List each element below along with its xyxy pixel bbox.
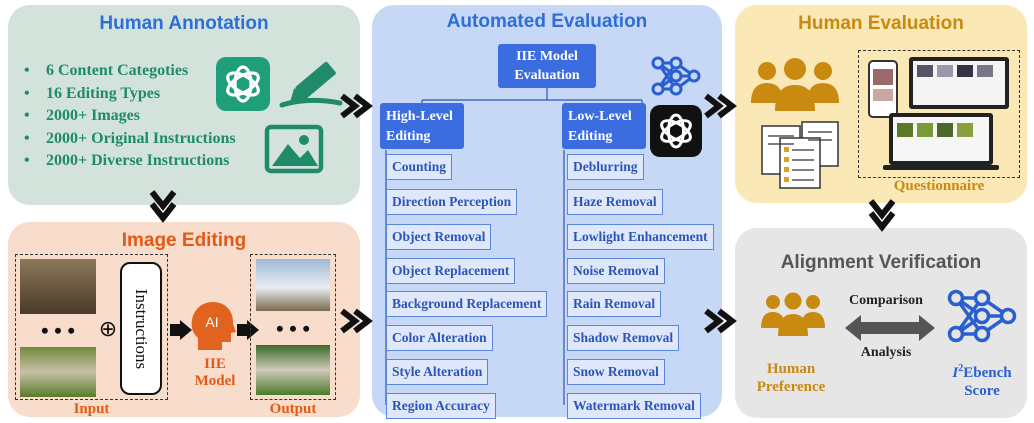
annotation-list: 6 Content Categoties 16 Editing Types 20… <box>12 60 236 173</box>
ai-head-icon: AI <box>190 300 236 350</box>
openai-logo-icon <box>216 57 270 111</box>
list-item: 2000+ Original Instructions <box>12 128 236 151</box>
instructions-box: Instructions <box>120 262 162 395</box>
list-item: 2000+ Images <box>12 105 236 128</box>
people-icon <box>745 55 845 117</box>
right-arrow-icon <box>340 307 374 335</box>
instructions-label: Instructions <box>132 288 151 369</box>
high-item-background: Background Replacement <box>386 291 548 317</box>
double-arrow-icon <box>845 315 935 341</box>
output-image-top <box>256 259 330 311</box>
low-level-header: Low-Level Editing <box>562 103 646 149</box>
high-item-counting: Counting <box>386 154 453 180</box>
human-eval-title: Human Evaluation <box>798 13 964 34</box>
input-label: Input <box>73 401 110 417</box>
image-icon <box>264 124 324 174</box>
low-item-snow: Snow Removal <box>567 359 665 385</box>
high-item-region: Region Accuracy <box>386 393 496 419</box>
network-icon <box>650 55 702 97</box>
ebench-score-text: Ebench Score <box>963 365 1012 399</box>
devices-icon <box>858 50 1020 178</box>
editing-title: Image Editing <box>121 230 247 251</box>
low-item-watermark: Watermark Removal <box>567 393 701 419</box>
right-arrow-icon <box>237 320 259 340</box>
low-item-lowlight: Lowlight Enhancement <box>567 224 714 250</box>
low-item-deblurring: Deblurring <box>567 154 644 180</box>
automated-title: Automated Evaluation <box>446 11 648 32</box>
questionnaire-label: Questionnaire <box>893 178 985 194</box>
list-item: 2000+ Diverse Instructions <box>12 150 236 173</box>
human-preference-label: Human Preference <box>756 361 826 395</box>
ellipsis: • • • <box>40 318 76 343</box>
right-arrow-icon <box>704 92 738 120</box>
down-arrow-icon <box>867 199 897 233</box>
input-image-top <box>20 259 96 314</box>
low-item-noise: Noise Removal <box>567 258 665 284</box>
low-item-rain: Rain Removal <box>567 291 662 317</box>
low-item-haze: Haze Removal <box>567 189 663 215</box>
openai-logo-icon <box>650 105 702 157</box>
people-icon <box>758 290 828 338</box>
high-level-header: High-Level Editing <box>380 103 464 149</box>
model-label: IIE Model <box>194 356 236 389</box>
documents-icon <box>758 118 844 190</box>
output-label: Output <box>269 401 317 417</box>
ebench-score-label: I2Ebench Score <box>937 360 1027 400</box>
ebench-score-sup: 2 <box>958 363 964 374</box>
low-item-shadow: Shadow Removal <box>567 325 680 351</box>
high-item-direction: Direction Perception <box>386 189 518 215</box>
high-item-object-removal: Object Removal <box>386 224 492 250</box>
annotation-title: Human Annotation <box>99 13 269 34</box>
iie-root-node: IIE Model Evaluation <box>498 44 596 88</box>
ellipsis: • • • <box>275 316 311 341</box>
list-item: 6 Content Categoties <box>12 60 236 83</box>
down-arrow-icon <box>148 190 178 224</box>
high-item-color: Color Alteration <box>386 325 493 351</box>
network-icon <box>946 288 1018 344</box>
right-arrow-icon <box>340 92 374 120</box>
input-image-bottom <box>20 347 96 397</box>
output-image-bottom <box>256 345 330 395</box>
right-arrow-icon <box>704 307 738 335</box>
output-group <box>250 254 336 400</box>
plus-icon: ⊕ <box>98 316 118 341</box>
ebench-score-math: I <box>952 365 959 381</box>
high-item-object-replacement: Object Replacement <box>386 258 516 284</box>
list-item: 16 Editing Types <box>12 83 236 106</box>
input-group <box>15 254 168 400</box>
high-item-style: Style Alteration <box>386 359 489 385</box>
alignment-title: Alignment Verification <box>780 252 982 273</box>
comparison-label: Comparison <box>849 293 923 308</box>
analysis-label: Analysis <box>860 345 912 360</box>
pen-icon <box>278 57 348 112</box>
right-arrow-icon <box>170 320 192 340</box>
